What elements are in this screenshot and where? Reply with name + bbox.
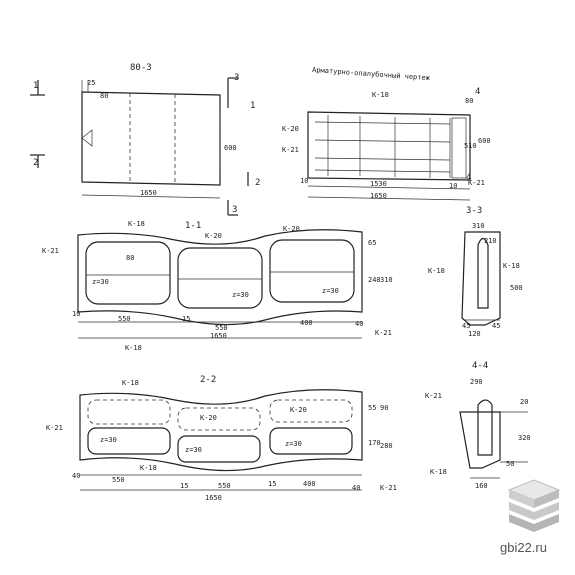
- dim-40-s22-left: 40: [72, 472, 80, 480]
- dim-1650-reinf: 1650: [370, 192, 387, 200]
- dim-240-s11: 240: [368, 276, 381, 284]
- dim-550-s22-b: 550: [218, 482, 231, 490]
- dim-20-s44: 20: [520, 398, 528, 406]
- site-watermark: gbi22.ru: [500, 540, 547, 555]
- bar-label-k20-s22-b: К-20: [290, 406, 307, 414]
- cut-label-1: 1: [33, 81, 38, 91]
- dim-80-elev: 80: [100, 92, 108, 100]
- z30-s22-c: z=30: [285, 440, 302, 448]
- cut-label-2: 2: [33, 158, 38, 168]
- dim-55-s22: 55: [368, 404, 376, 412]
- dim-280-s22: 280: [380, 442, 393, 450]
- dim-400-s11: 400: [300, 319, 313, 327]
- dim-10-reinf-left: 10: [300, 177, 308, 185]
- view-elevation: [81, 80, 221, 199]
- dim-15-s11: 15: [182, 315, 190, 323]
- dim-1530-reinf: 1530: [370, 180, 387, 188]
- dim-40-s11: 40: [355, 320, 363, 328]
- z30-s22-a: z=30: [100, 436, 117, 444]
- dim-550-s11-b: 550: [215, 324, 228, 332]
- cut-label-3-top: 3: [234, 73, 239, 83]
- dim-80-s11: 80: [126, 254, 134, 262]
- z30-s11-b: z=30: [232, 291, 249, 299]
- bar-label-k21-s22-right: К-21: [380, 484, 397, 492]
- dim-120-s33: 120: [468, 330, 481, 338]
- title-main: 80-3: [130, 63, 152, 73]
- dim-310-s11: 310: [380, 276, 393, 284]
- bar-label-k20-s11-b: К-20: [283, 225, 300, 233]
- view-section-2-2: [79, 389, 363, 491]
- cut-label-4-top: 4: [475, 87, 480, 97]
- dim-10-s11: 10: [72, 310, 80, 318]
- dim-290-s44: 290: [470, 378, 483, 386]
- z30-s22-b: z=30: [185, 446, 202, 454]
- dim-320-s44: 320: [518, 434, 531, 442]
- cut-label-4-bottom: 4: [466, 173, 471, 183]
- dim-40-s22-right: 40: [352, 484, 360, 492]
- dim-50-s44: 50: [506, 460, 514, 468]
- dim-550-s22-a: 550: [112, 476, 125, 484]
- cut-label-1b: 1: [250, 101, 255, 111]
- dim-170-s22: 170: [368, 439, 381, 447]
- bar-label-k20-s11: К-20: [205, 232, 222, 240]
- bar-label-k21-s11-right: К-21: [375, 329, 392, 337]
- cut-marker-1: [30, 80, 45, 96]
- dim-15-s22-b: 15: [268, 480, 276, 488]
- view-section-1-1: [77, 229, 363, 339]
- site-logo-icon: [507, 479, 561, 532]
- bar-label-k20-s22: К-20: [200, 414, 217, 422]
- cut-marker-2: [30, 154, 45, 168]
- dim-1650-s22: 1650: [205, 494, 222, 502]
- bar-label-k21-top: К-21: [282, 146, 299, 154]
- dim-600-reinf: 600: [478, 137, 491, 145]
- bar-label-k21-right: К-21: [468, 179, 485, 187]
- cut-marker-3-bottom: [227, 200, 238, 216]
- dim-45-s33: 45: [462, 322, 470, 330]
- dim-600-elev: 600: [224, 144, 237, 152]
- dim-25: 25: [87, 79, 95, 87]
- view-section-3-3: [461, 231, 501, 326]
- dim-210-s33: 210: [484, 237, 497, 245]
- bar-label-k21-s44: К-21: [425, 392, 442, 400]
- view-reinforcement-plan: [307, 111, 471, 201]
- title-reinforcement: Арматурно-опалубочный чертеж: [312, 66, 431, 82]
- dim-1650-elev: 1650: [140, 189, 157, 197]
- bar-label-k21-s11: К-21: [42, 247, 59, 255]
- dim-15-s22: 15: [180, 482, 188, 490]
- bar-label-k18-s11: К-18: [128, 220, 145, 228]
- z30-s11-a: z=30: [92, 278, 109, 286]
- bar-label-k21-s22: К-21: [46, 424, 63, 432]
- dim-510-reinf: 510: [464, 142, 477, 150]
- cut-marker-3-top: [227, 77, 238, 108]
- bar-label-k18-s44: К-18: [430, 468, 447, 476]
- z30-s11-c: z=30: [322, 287, 339, 295]
- bar-label-k18-s33-right: К-18: [503, 262, 520, 270]
- dim-90-s22: 90: [380, 404, 388, 412]
- dim-45-s33-b: 45: [492, 322, 500, 330]
- bar-label-k18-s33-left: К-18: [428, 267, 445, 275]
- dim-160-s44: 160: [475, 482, 488, 490]
- dim-400-s22: 400: [303, 480, 316, 488]
- bar-label-k18-s22: К-18: [122, 379, 139, 387]
- dim-80-reinf: 80: [465, 97, 473, 105]
- title-section-3-3: 3-3: [466, 206, 482, 216]
- bar-label-k18-top: К-18: [372, 91, 389, 99]
- dim-1650-s11: 1650: [210, 332, 227, 340]
- bar-label-k18-s22-bottom: К-18: [140, 464, 157, 472]
- bar-label-k20-top: К-20: [282, 125, 299, 133]
- title-section-1-1: 1-1: [185, 221, 201, 231]
- dim-550-s11-a: 550: [118, 315, 131, 323]
- bar-label-k18-s11-bottom: К-18: [125, 344, 142, 352]
- dim-10-reinf: 10: [449, 182, 457, 190]
- title-section-2-2: 2-2: [200, 375, 216, 385]
- dim-65-s11: 65: [368, 239, 376, 247]
- title-section-4-4: 4-4: [472, 361, 488, 371]
- dim-500-s33: 500: [510, 284, 523, 292]
- view-section-4-4: [459, 399, 528, 479]
- cut-label-2b: 2: [255, 178, 260, 188]
- cut-label-3-bottom: 3: [232, 205, 237, 215]
- dim-310-s33: 310: [472, 222, 485, 230]
